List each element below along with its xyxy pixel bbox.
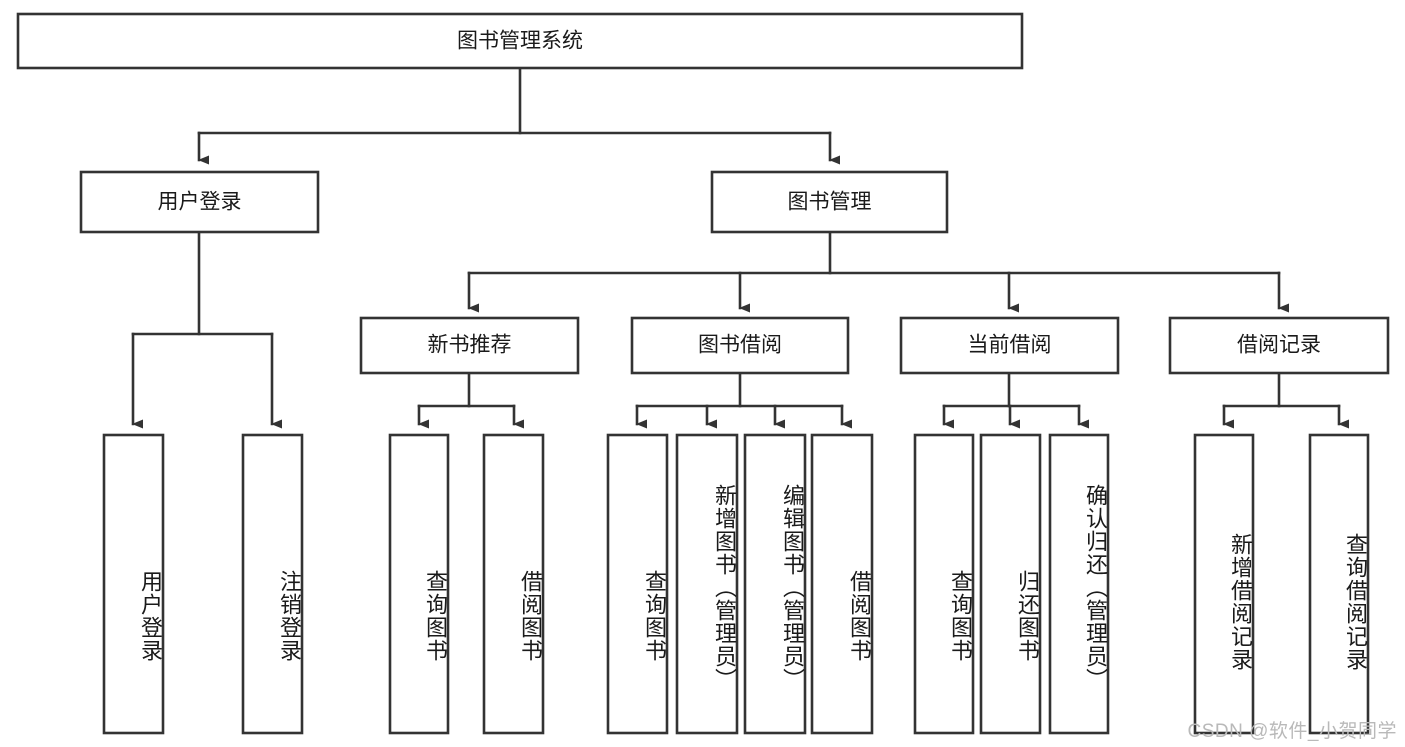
edges-layer xyxy=(131,66,1349,429)
node-borrow-records-label: 借阅记录 xyxy=(1237,334,1321,357)
node-user-login[interactable]: 用户登录 xyxy=(79,170,320,234)
node-leaf-confirm-return-box[interactable] xyxy=(1048,433,1110,735)
nodes-layer: 图书管理系统 用户登录 图书管理 新书推荐 图书借阅 当前 xyxy=(16,12,1390,735)
node-new-book-recommend-box[interactable] xyxy=(359,316,580,375)
node-leaf-add-record-box[interactable] xyxy=(1193,433,1255,735)
node-root-label: 图书管理系统 xyxy=(457,30,583,53)
node-current-borrow-box[interactable] xyxy=(899,316,1120,375)
node-book-management-label: 图书管理 xyxy=(788,191,872,214)
node-current-borrow-label: 当前借阅 xyxy=(968,334,1052,357)
node-book-management[interactable]: 图书管理 xyxy=(710,170,949,234)
node-leaf-query-book-new-box[interactable] xyxy=(388,433,450,735)
node-leaf-query-book-current-box[interactable] xyxy=(913,433,975,735)
csdn-watermark: CSDN @软件_小贺同学 xyxy=(1187,721,1397,742)
node-root-box[interactable] xyxy=(16,12,1024,70)
node-leaf-return-book-box[interactable] xyxy=(979,433,1042,735)
node-borrow-records-box[interactable] xyxy=(1168,316,1390,375)
node-user-login-box[interactable] xyxy=(79,170,320,234)
node-current-borrow[interactable]: 当前借阅 xyxy=(899,316,1120,375)
node-new-book-recommend-label: 新书推荐 xyxy=(428,334,512,357)
node-leaf-logout-box[interactable] xyxy=(241,433,304,735)
node-borrow-records[interactable]: 借阅记录 xyxy=(1168,316,1390,375)
node-book-borrow[interactable]: 图书借阅 xyxy=(630,316,850,375)
node-leaf-query-book-borrow-box[interactable] xyxy=(606,433,669,735)
node-user-login-label: 用户登录 xyxy=(158,191,242,214)
node-leaf-edit-book-box[interactable] xyxy=(743,433,807,735)
node-leaf-add-book-box[interactable] xyxy=(675,433,739,735)
node-leaf-borrow-book-new-box[interactable] xyxy=(482,433,545,735)
node-book-management-box[interactable] xyxy=(710,170,949,234)
node-root[interactable]: 图书管理系统 xyxy=(16,12,1024,70)
node-leaf-query-record-box[interactable] xyxy=(1308,433,1370,735)
node-book-borrow-label: 图书借阅 xyxy=(698,334,782,357)
node-leaf-user-login-box[interactable] xyxy=(102,433,165,735)
node-book-borrow-box[interactable] xyxy=(630,316,850,375)
node-new-book-recommend[interactable]: 新书推荐 xyxy=(359,316,580,375)
node-leaf-borrow-book-box[interactable] xyxy=(810,433,874,735)
